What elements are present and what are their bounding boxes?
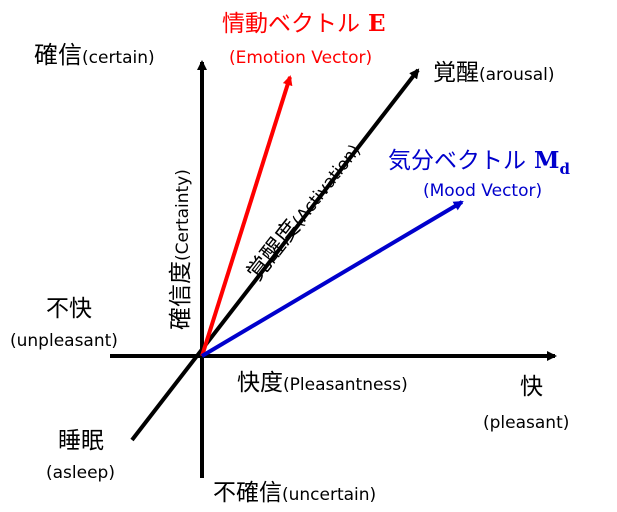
svg-text:確信(certain): 確信(certain) <box>34 41 155 69</box>
activation-axis <box>130 68 420 442</box>
unpleasant-label-jp: 不快 <box>46 296 92 322</box>
svg-text:不確信(uncertain): 不確信(uncertain) <box>213 480 376 506</box>
emotion-vector-label-en: (Emotion Vector) <box>229 48 372 68</box>
mood-vector-symbol: M <box>534 147 559 174</box>
certain-label-jp: 確信 <box>34 41 82 69</box>
emotion-vector-symbol: E <box>368 10 386 37</box>
arousal-label-en: (arousal) <box>479 65 554 85</box>
mood-vector-label-en: (Mood Vector) <box>423 181 542 201</box>
pleasant-label-en: (pleasant) <box>483 413 569 433</box>
mood-vector-label-jp: 気分ベクトル <box>388 148 526 174</box>
mood-vector-subscript: d <box>559 160 570 178</box>
asleep-label-en: (asleep) <box>46 463 115 483</box>
activation-axis-label-jp: 覚醒度 <box>242 215 305 285</box>
certainty-axis-label-en: (Certainty) <box>173 169 193 261</box>
activation-axis-label-en: (Activation) <box>289 141 365 231</box>
certain-label-en: (certain) <box>82 48 155 68</box>
svg-text:確信度(Certainty): 確信度(Certainty) <box>168 169 194 330</box>
uncertain-label-en: (uncertain) <box>282 485 376 505</box>
pleasantness-axis-label-jp: 快度 <box>237 370 283 396</box>
certainty-axis-label-jp: 確信度 <box>168 261 194 330</box>
pleasantness-axis-label-en: (Pleasantness) <box>283 375 408 395</box>
emotion-vector-arrow <box>200 75 293 357</box>
emotion-vector-label-jp: 情動ベクトル <box>222 11 360 37</box>
asleep-label-jp: 睡眠 <box>58 428 104 454</box>
svg-text:覚醒度(Activation): 覚醒度(Activation) <box>242 138 366 286</box>
uncertain-label-jp: 不確信 <box>213 480 282 506</box>
svg-text:覚醒(arousal): 覚醒(arousal) <box>433 60 554 86</box>
mood-vector-arrow <box>200 200 464 358</box>
arousal-label-jp: 覚醒 <box>433 60 479 86</box>
unpleasant-label-en: (unpleasant) <box>10 331 118 351</box>
pleasant-label-jp: 快 <box>520 374 543 400</box>
svg-text:快度(Pleasantness): 快度(Pleasantness) <box>237 370 408 396</box>
